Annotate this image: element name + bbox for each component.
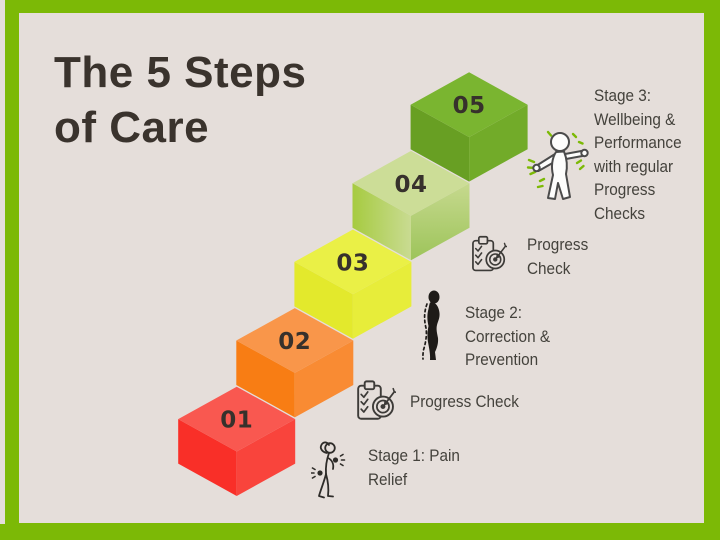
stage2-label-line: Correction & — [465, 326, 551, 346]
celebrating-person-icon — [523, 128, 595, 208]
cube-face — [294, 229, 412, 295]
cube-face — [178, 419, 237, 496]
stage2-annotation: Stage 2: Correction & Prevention — [465, 301, 550, 372]
progress-check-label-line: Progress Check — [410, 392, 519, 411]
pain-person-icon — [311, 440, 351, 502]
stage3-label-line: Checks — [594, 203, 646, 223]
step-number: 04 — [394, 172, 427, 198]
page-title: The 5 Steps of Care — [54, 45, 306, 155]
cube-face — [352, 150, 470, 216]
progress-check-icon — [471, 231, 507, 277]
cube-face — [294, 261, 353, 339]
stage3-label-line: Stage 3: — [594, 86, 651, 105]
step-cube-01: 01 — [178, 386, 296, 496]
stage2-label-line: Stage 2: — [465, 303, 522, 322]
progress-check-upper-annotation: Progress Check — [527, 233, 588, 280]
stage3-label-line: Wellbeing & — [594, 109, 676, 129]
cube-face — [236, 340, 295, 418]
step-cube-05: 05 — [410, 72, 528, 182]
cube-face — [236, 308, 354, 373]
cube-face — [469, 104, 528, 182]
cube-face — [352, 261, 412, 339]
progress-check-label-line: Check — [527, 258, 571, 278]
cube-face — [236, 419, 296, 496]
edge-sliver — [0, 0, 5, 524]
cube-face — [294, 340, 354, 418]
title-line-1: The 5 Steps — [54, 48, 307, 97]
stage1-label-line: Relief — [368, 469, 408, 489]
step-cube-02: 02 — [236, 308, 354, 418]
stage2-label-line: Prevention — [465, 350, 539, 369]
step-cube-04: 04 — [352, 150, 470, 261]
progress-check-label-line: Progress — [527, 235, 589, 254]
title-line-2: of Care — [54, 103, 210, 152]
progress-check-lower-annotation: Progress Check — [410, 390, 519, 414]
stage3-annotation: Stage 3: Wellbeing & Performance with re… — [594, 84, 682, 225]
progress-check-icon — [356, 377, 396, 424]
step-number: 05 — [453, 93, 486, 119]
cube-face — [410, 104, 470, 182]
cube-face — [410, 72, 528, 138]
step-number: 01 — [220, 408, 253, 434]
step-cube-03: 03 — [294, 229, 412, 339]
stage3-label-line: with regular — [594, 156, 674, 176]
stage3-label-line: Progress — [594, 180, 656, 199]
cube-face — [352, 183, 411, 261]
posture-icon — [417, 290, 449, 362]
step-number: 02 — [278, 329, 311, 355]
stage1-annotation: Stage 1: Pain Relief — [368, 444, 460, 491]
cube-face — [411, 183, 470, 261]
stage3-label-line: Performance — [594, 133, 682, 152]
cube-face — [178, 386, 296, 452]
stage1-label-line: Stage 1: Pain — [368, 446, 460, 465]
step-number: 03 — [336, 250, 369, 276]
